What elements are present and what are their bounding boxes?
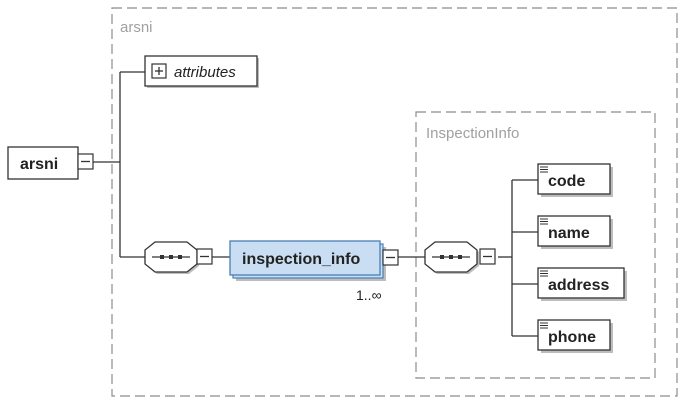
simple-content-icon — [540, 166, 548, 173]
child-element-name[interactable]: name — [537, 215, 613, 249]
root-element-node[interactable]: arsni — [7, 146, 94, 180]
inspection-info-collapse-icon[interactable] — [382, 249, 399, 266]
inspection-info-label: inspection_info — [242, 251, 360, 268]
child-element-address[interactable]: address — [537, 267, 627, 301]
child-element-label: phone — [548, 329, 596, 346]
simple-content-icon — [540, 218, 548, 225]
cardinality-label: 1..∞ — [356, 287, 382, 303]
inspection-info-element-node[interactable]: inspection_info 1..∞ — [229, 240, 399, 303]
simple-content-icon — [540, 270, 548, 277]
sequence-compositor-1[interactable] — [144, 241, 213, 274]
simple-content-icon — [540, 322, 548, 329]
child-element-label: address — [548, 277, 609, 294]
sequence-compositor-2[interactable] — [424, 241, 496, 274]
connector-lines — [93, 71, 538, 337]
outer-type-container — [111, 7, 678, 397]
child-element-code[interactable]: code — [537, 163, 613, 197]
attributes-node[interactable]: attributes — [144, 55, 259, 88]
root-collapse-icon[interactable] — [77, 153, 94, 170]
inner-type-label: InspectionInfo — [426, 125, 519, 142]
child-element-label: code — [548, 173, 585, 190]
child-element-label: name — [548, 225, 590, 242]
root-element-label: arsni — [20, 156, 58, 173]
sequence-2-collapse-icon[interactable] — [479, 248, 496, 265]
attributes-label: attributes — [174, 64, 236, 81]
sequence-1-collapse-icon[interactable] — [196, 248, 213, 265]
inner-type-container — [415, 111, 656, 379]
plus-box-icon[interactable] — [151, 63, 167, 79]
child-element-phone[interactable]: phone — [537, 319, 613, 353]
outer-type-label: arsni — [120, 19, 153, 36]
